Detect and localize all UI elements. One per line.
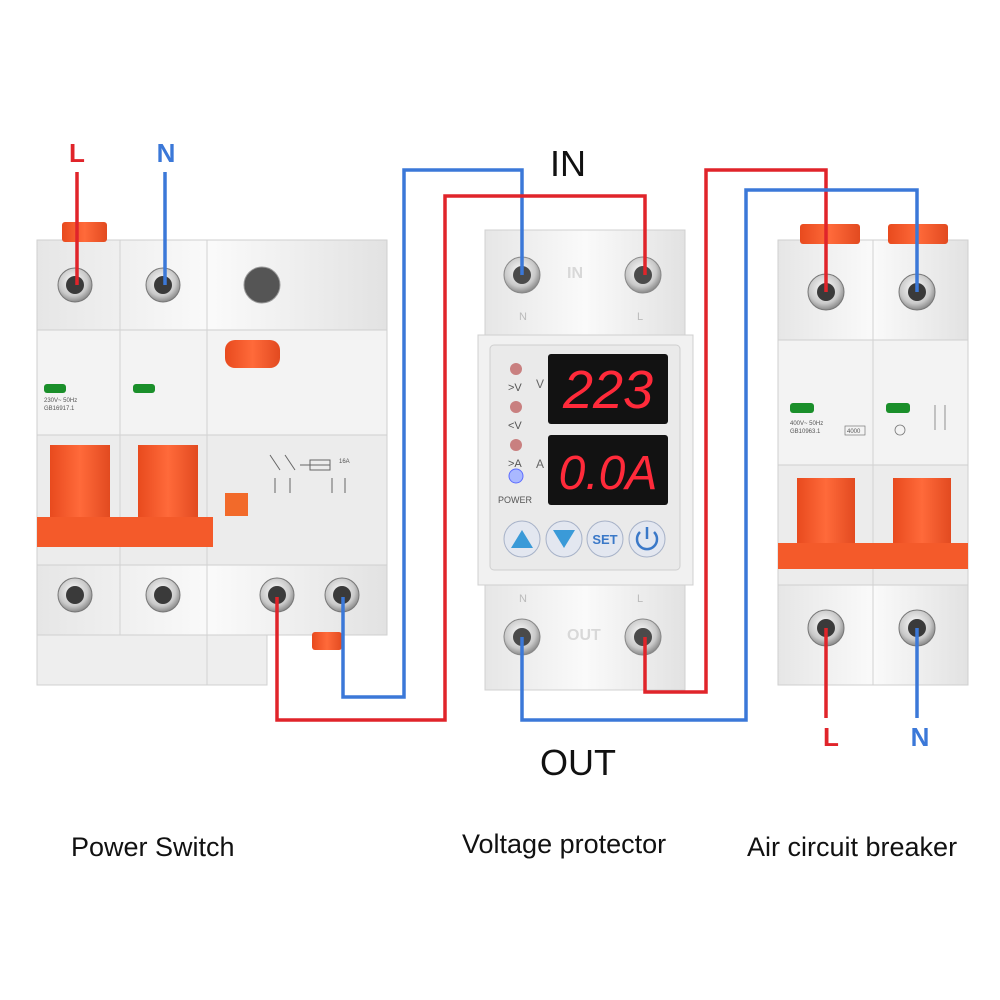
schematic-icon — [269, 454, 346, 493]
test-button[interactable] — [225, 340, 280, 368]
set-label: SET — [592, 532, 617, 547]
spec-line2: GB10963.1 — [790, 429, 821, 435]
current-display — [548, 435, 668, 505]
live-wire-switch-to-protector — [275, 194, 647, 722]
left-n-label: N — [157, 138, 176, 168]
power-led — [508, 468, 524, 484]
screw-icon — [154, 276, 172, 294]
in-label: IN — [550, 143, 586, 184]
voltage-protector-caption: Voltage protector — [462, 829, 667, 859]
down-arrow-icon — [553, 530, 575, 548]
screw-icon — [268, 586, 286, 604]
left-l-label: L — [69, 138, 85, 168]
voltage-reading: 223 — [562, 360, 653, 420]
up-button[interactable] — [503, 520, 541, 558]
schematic-icon — [934, 405, 946, 430]
over-current-label: >A — [508, 458, 522, 470]
power-button[interactable] — [628, 520, 666, 558]
top-clip — [800, 224, 860, 244]
term-l-bottom: L — [637, 593, 643, 605]
spec-rating: 16A — [339, 459, 350, 465]
screw-icon — [634, 266, 652, 284]
out-label: OUT — [540, 742, 616, 783]
up-arrow-icon — [511, 530, 533, 548]
power-label: POWER — [498, 495, 533, 505]
neutral-wire-protector-to-breaker — [520, 188, 919, 722]
test-hole — [243, 266, 281, 304]
unit-a: A — [536, 457, 544, 471]
bottom-clip — [312, 632, 342, 650]
neutral-wire-switch-to-protector — [341, 168, 524, 699]
status-indicator — [886, 403, 910, 413]
spec-line1: 230V~ 50Hz — [44, 398, 77, 404]
status-indicator — [133, 384, 155, 393]
status-indicator — [790, 403, 814, 413]
screw-icon — [634, 628, 652, 646]
spec-line1: 400V~ 50Hz — [790, 421, 823, 427]
down-button[interactable] — [545, 520, 583, 558]
screw-icon — [333, 586, 351, 604]
top-clip — [62, 222, 107, 242]
right-n-label: N — [911, 722, 930, 752]
unit-v: V — [536, 377, 544, 391]
over-voltage-label: >V — [508, 382, 522, 394]
handle-bar[interactable] — [778, 543, 968, 569]
trip-indicator — [225, 493, 248, 516]
voltage-protector: IN OUT N L N L >V <V >A POWER V A 223 0.… — [477, 229, 694, 691]
screw-icon — [66, 276, 84, 294]
screw-icon — [154, 586, 172, 604]
spec-rating: 4000 — [847, 429, 861, 435]
term-l-top: L — [637, 311, 643, 323]
in-mark: IN — [567, 265, 583, 282]
set-button[interactable]: SET — [586, 520, 624, 558]
term-n-bottom: N — [519, 593, 527, 605]
power-switch: 230V~ 50Hz GB16917.1 16A — [36, 222, 388, 686]
over-voltage-led — [510, 363, 522, 375]
under-voltage-label: <V — [508, 420, 522, 432]
current-reading: 0.0A — [559, 447, 658, 500]
handle-bar[interactable] — [37, 517, 213, 547]
term-n-top: N — [519, 311, 527, 323]
status-indicator — [44, 384, 66, 393]
cert-icon — [894, 424, 906, 436]
right-l-label: L — [823, 722, 839, 752]
power-switch-caption: Power Switch — [71, 832, 235, 862]
over-current-led — [510, 439, 522, 451]
air-breaker-caption: Air circuit breaker — [747, 832, 958, 862]
out-mark: OUT — [567, 627, 601, 644]
under-voltage-led — [510, 401, 522, 413]
spec-line2: GB16917.1 — [44, 406, 75, 412]
wires — [75, 168, 919, 722]
screw-icon — [66, 586, 84, 604]
power-icon — [635, 531, 659, 551]
voltage-display — [548, 354, 668, 424]
air-circuit-breaker: 400V~ 50Hz GB10963.1 4000 — [777, 224, 969, 686]
